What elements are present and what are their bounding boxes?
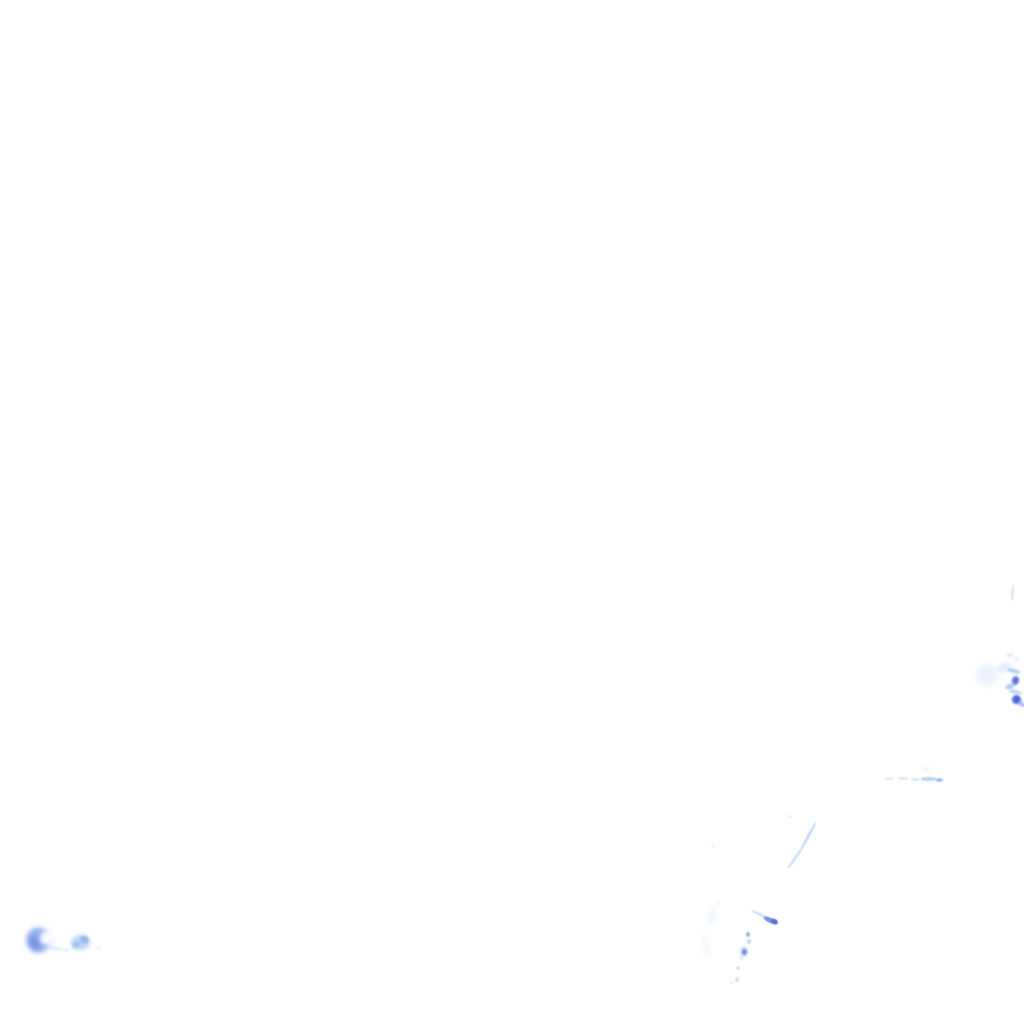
ink-blob-squiggle — [69, 933, 91, 951]
ink-dot — [63, 948, 69, 952]
ink-wisp-halo — [971, 659, 1003, 691]
ink-diagonal-stroke — [786, 845, 804, 869]
ink-blob-crescent-cutout — [40, 931, 54, 945]
ink-vertical-dash — [1009, 584, 1015, 602]
ink-dot — [735, 976, 739, 982]
ink-dot — [746, 931, 750, 937]
ink-stroke — [1004, 681, 1016, 691]
ink-dash-segment — [897, 776, 909, 780]
ink-dash-segment — [883, 776, 895, 780]
ink-cluster-dark — [1010, 674, 1020, 686]
ink-dot — [736, 966, 740, 970]
ink-wisp — [706, 905, 718, 927]
ink-fleck — [730, 980, 734, 984]
ink-dot — [95, 946, 101, 950]
ink-blob-crescent-body — [25, 926, 51, 954]
ink-tail — [1016, 700, 1024, 708]
ink-tail-stroke — [47, 945, 65, 951]
ink-comet-tail — [750, 908, 770, 920]
ink-speck — [711, 844, 715, 848]
ink-blob-small-core — [741, 949, 747, 955]
ink-fleck — [714, 901, 720, 905]
ink-stroke — [1008, 688, 1022, 696]
ink-dash-tip — [935, 778, 943, 782]
ink-blob-crescent-core — [27, 934, 43, 952]
ink-comet-head — [762, 914, 778, 926]
ink-comet-head-dark — [769, 917, 779, 925]
ink-dot — [739, 956, 743, 960]
ink-dash-segment-bold — [920, 777, 938, 781]
ink-wisp — [995, 660, 1013, 674]
ink-diagonal-stroke — [799, 821, 817, 849]
ink-blob-squiggle-core — [71, 941, 81, 949]
ink-fleck — [1013, 657, 1019, 661]
ink-dash-segment — [910, 777, 920, 781]
ink-fleck — [922, 767, 930, 771]
ink-blob-halo — [21, 923, 57, 957]
ink-fleck — [1007, 653, 1013, 657]
ink-fleck — [788, 814, 792, 818]
ink-blob-squiggle-core — [78, 933, 90, 945]
ink-dot — [747, 938, 751, 944]
ink-stroke — [1006, 667, 1022, 675]
ink-wisp — [701, 933, 711, 959]
ink-blob-small — [740, 945, 748, 957]
ink-cluster-dark — [1011, 694, 1021, 704]
